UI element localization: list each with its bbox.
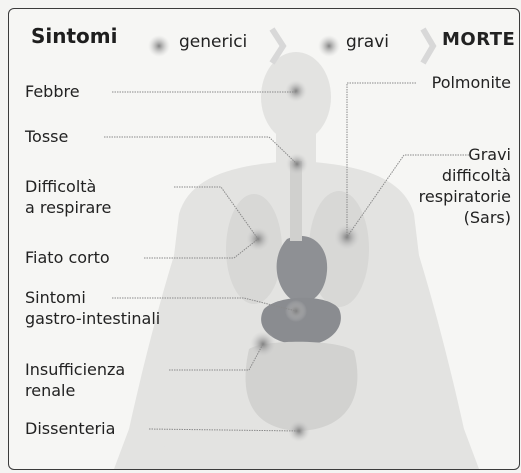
label-breathing-difficulty-line2: a respirare bbox=[25, 198, 111, 218]
legend-severe: gravi bbox=[346, 32, 389, 52]
label-renal-failure-line2: renale bbox=[25, 381, 75, 401]
label-shortness-of-breath: Fiato corto bbox=[25, 248, 110, 268]
header-title: Sintomi bbox=[31, 26, 118, 46]
label-fever: Febbre bbox=[25, 82, 80, 102]
label-sars-line3: respiratorie bbox=[419, 187, 511, 207]
label-sars-line2: difficoltà bbox=[442, 166, 511, 186]
label-sars-line1: Gravi bbox=[468, 145, 511, 165]
label-gastro-line1: Sintomi bbox=[25, 288, 86, 308]
label-cough: Tosse bbox=[25, 127, 68, 147]
label-dysentery: Dissenteria bbox=[25, 419, 115, 439]
organs bbox=[226, 161, 369, 431]
label-breathing-difficulty-line1: Difficoltà bbox=[25, 177, 96, 197]
severe-marker-icon bbox=[318, 35, 340, 57]
label-sars-line4: (Sars) bbox=[464, 208, 511, 228]
label-renal-failure-line1: Insufficienza bbox=[25, 360, 125, 380]
generic-marker-icon bbox=[148, 35, 170, 57]
diagram-frame: Sintomi generici gravi MORTE Febbre Toss… bbox=[8, 8, 520, 470]
legend-generic: generici bbox=[179, 32, 247, 52]
chevron-separator-icon bbox=[423, 29, 433, 63]
label-pneumonia: Polmonite bbox=[432, 73, 511, 93]
legend-death: MORTE bbox=[442, 30, 515, 50]
label-gastro-line2: gastro-intestinali bbox=[25, 309, 160, 329]
